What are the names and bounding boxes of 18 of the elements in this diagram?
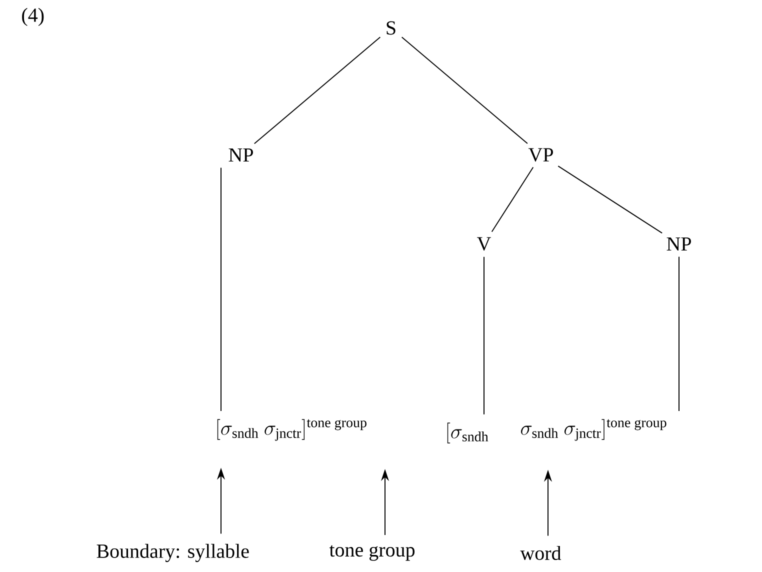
tree-branch (678, 256, 680, 412)
tree-branch (558, 166, 663, 234)
syllable-string: $[\sigma_{\text{sndh}}$ (447, 422, 488, 444)
category-label: S (386, 21, 396, 35)
tree-branch (254, 36, 381, 144)
boundary-label: tone group (329, 545, 415, 561)
tree-branch (491, 166, 534, 232)
category-label: NP (228, 148, 253, 162)
boundary-label: Boundary: syllable (96, 544, 249, 562)
syllable-string: $[\sigma_{\text{sndh}}\ \sigma_{\text{jnctr}}]^{\text{tone group}}$ (217, 419, 366, 441)
tree-branch (401, 36, 528, 144)
example-number: (4) (22, 8, 44, 26)
category-label: NP (666, 237, 691, 251)
category-label: VP (528, 148, 553, 162)
category-label: V (477, 237, 491, 251)
syllable-string: $\sigma_{\text{sndh}}\ \sigma_{\text{jnctr}}]^{\text{tone group}}$ (521, 419, 666, 441)
boundary-label: word (520, 546, 562, 560)
tree-branch (220, 167, 222, 412)
